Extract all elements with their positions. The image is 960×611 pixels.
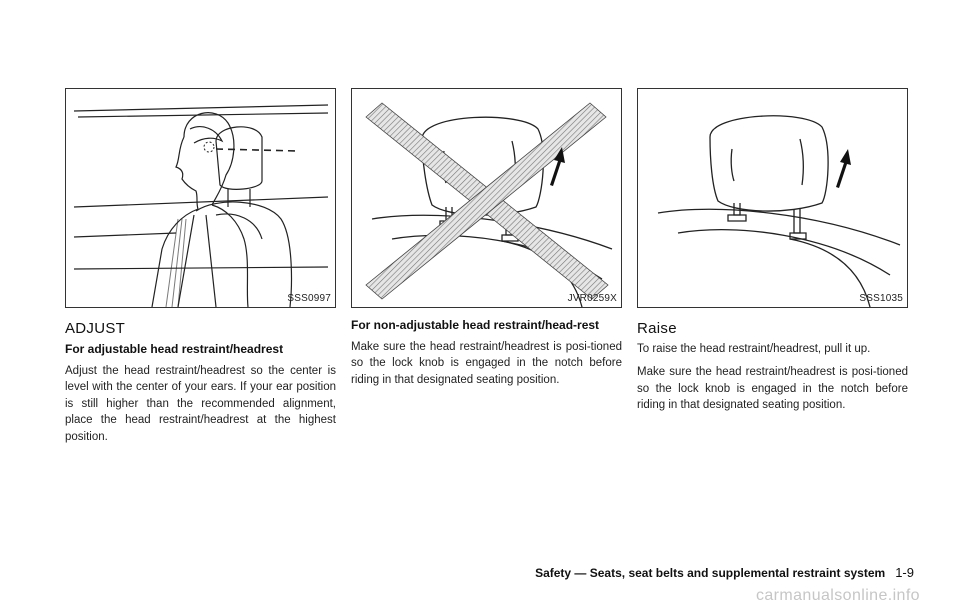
- subheading-non-adjustable: For non-adjustable head restraint/head-r…: [351, 318, 600, 332]
- paragraph-raise-2: Make sure the head restraint/headrest is…: [637, 366, 908, 412]
- column-non-adjustable: JVR0259X For non-adjustable head restrai…: [351, 88, 622, 395]
- paragraph-adjust: Adjust the head restraint/headrest so th…: [65, 365, 336, 443]
- figure-code: SSS1035: [859, 293, 903, 304]
- watermark: carmanualsonline.info: [755, 587, 920, 604]
- page-number: 1-9: [895, 565, 914, 580]
- figure-code: JVR0259X: [567, 293, 617, 304]
- headrest-crossed-out-illustration: [365, 102, 613, 307]
- paragraph-raise-1: To raise the head restraint/headrest, pu…: [637, 343, 871, 355]
- paragraph-non-adjustable: Make sure the head restraint/headrest is…: [351, 341, 622, 386]
- up-arrow-icon: [836, 149, 851, 188]
- footer-section-title: Safety — Seats, seat belts and supplemen…: [535, 566, 886, 580]
- figure-code: SSS0997: [287, 293, 331, 304]
- figure-raise-headrest: SSS1035: [637, 88, 908, 308]
- headrest-raise-illustration: [657, 115, 901, 307]
- figure-adjustable-headrest: SSS0997: [65, 88, 336, 308]
- up-arrow-icon: [550, 147, 565, 186]
- figure-non-adjustable-headrest: JVR0259X: [351, 88, 622, 308]
- subheading-adjustable: For adjustable head restraint/headrest: [65, 342, 284, 356]
- column-raise: SSS1035 Raise To raise the head restrain…: [637, 88, 908, 421]
- section-heading-adjust: ADJUST: [65, 320, 126, 337]
- page-footer: Safety — Seats, seat belts and supplemen…: [535, 565, 914, 580]
- column-adjust: SSS0997 ADJUST For adjustable head restr…: [65, 88, 336, 452]
- person-head-restraint-illustration: [73, 104, 329, 307]
- section-heading-raise: Raise: [637, 320, 677, 337]
